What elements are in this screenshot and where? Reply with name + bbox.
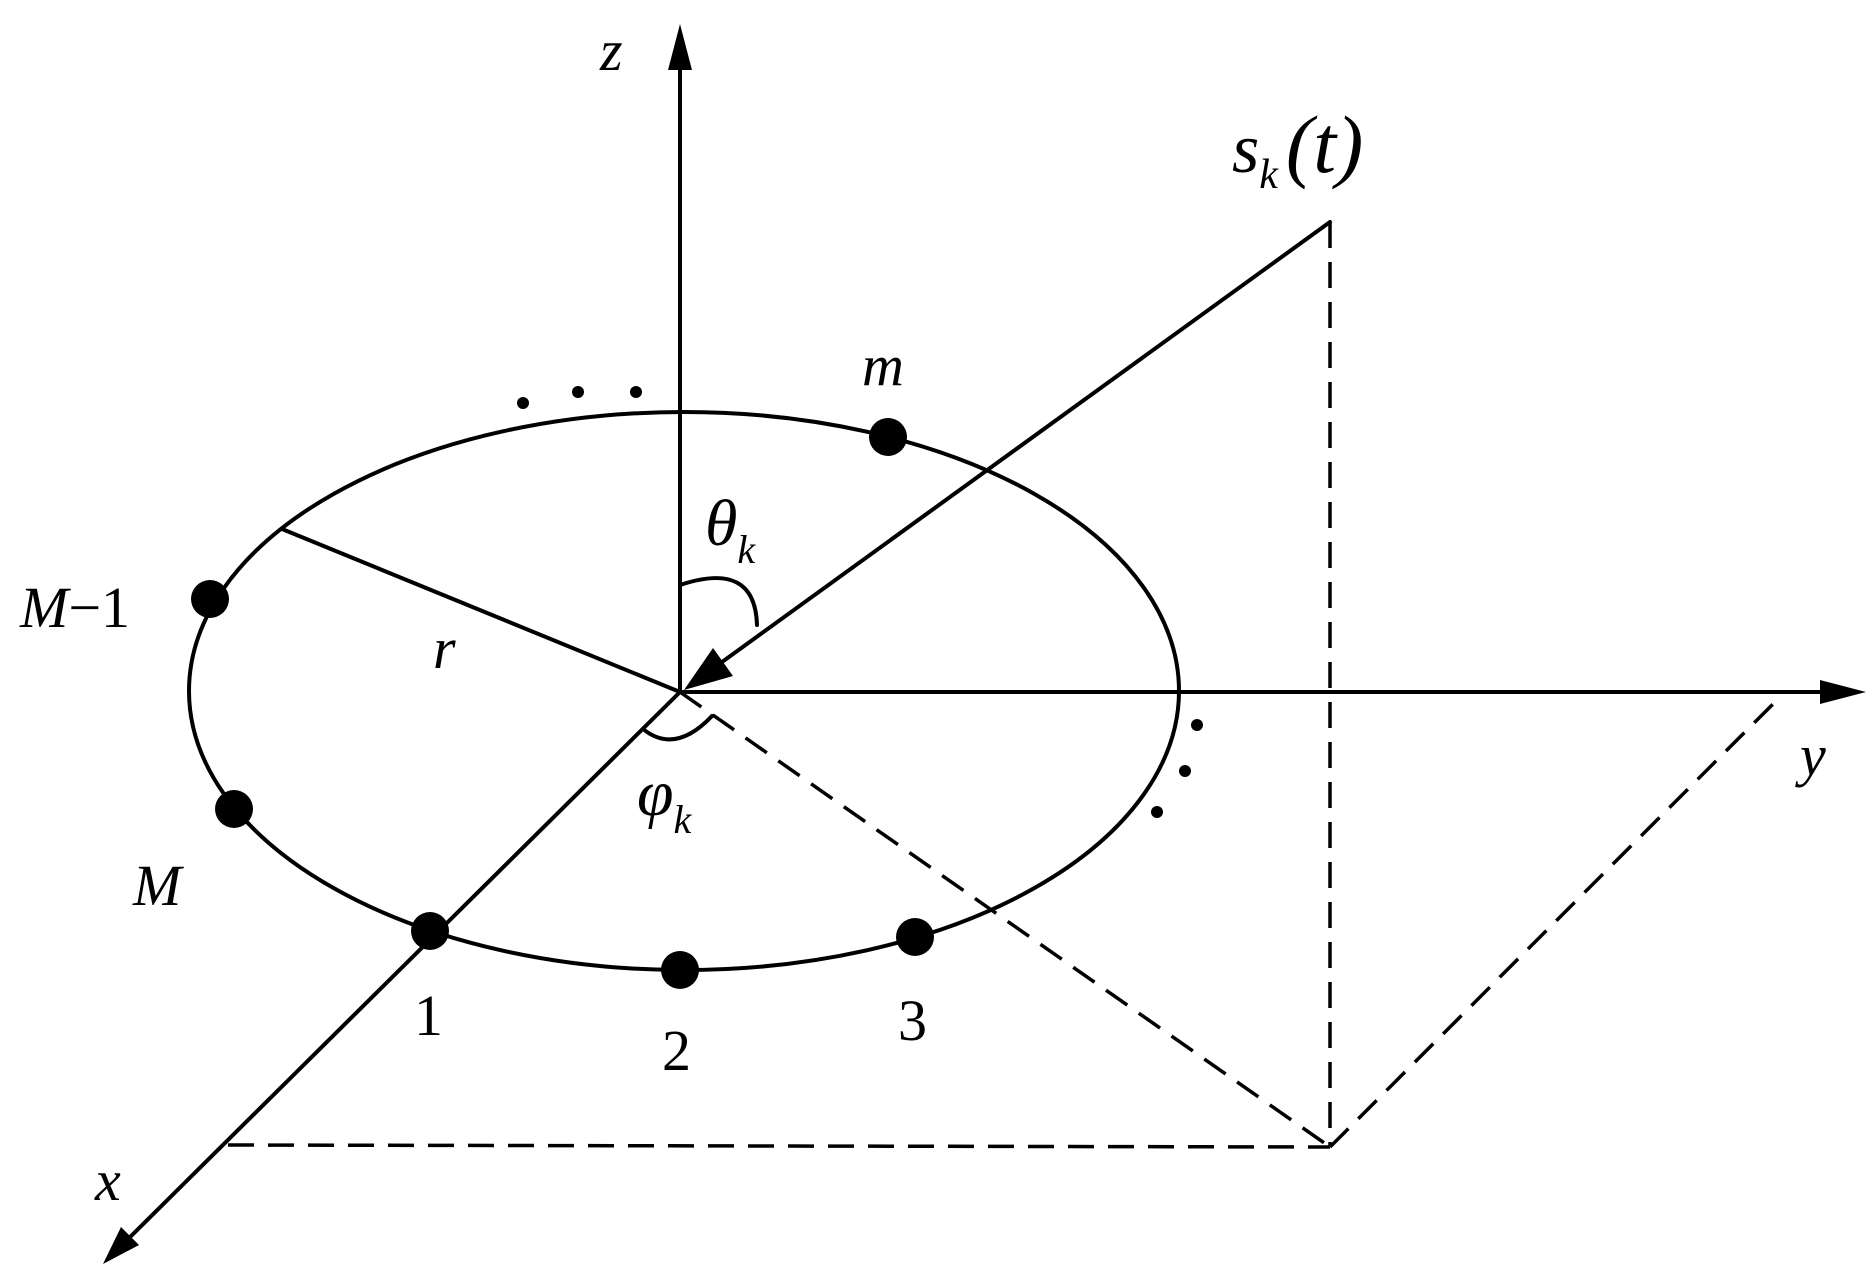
- array-element-2: [661, 951, 699, 989]
- array-element-3: [896, 918, 934, 956]
- ellipsis-dot-top-2: [572, 386, 584, 398]
- label-source-sk-t: sk(t): [1232, 99, 1363, 198]
- ellipsis-dot-top-3: [630, 386, 642, 398]
- label-theta-k: θk: [705, 487, 756, 572]
- y-parallel-dashed-line: [227, 1143, 1331, 1149]
- x-parallel-dashed-line: [1328, 695, 1782, 1149]
- x-axis-line: [123, 690, 682, 1244]
- array-element-m-minus-1: [191, 580, 229, 618]
- ellipsis-dot-right-2: [1179, 765, 1191, 777]
- label-phi-k: φk: [637, 757, 693, 842]
- label-r: r: [433, 616, 456, 681]
- array-element-M: [215, 790, 253, 828]
- label-m: m: [862, 333, 904, 398]
- source-direction-arrowhead: [684, 648, 733, 690]
- array-element-1: [411, 912, 449, 950]
- y-axis-arrowhead: [1820, 680, 1866, 704]
- phi-angle-arc: [641, 714, 714, 742]
- z-axis-arrowhead: [668, 24, 692, 70]
- ellipsis-dot-top-1: [517, 397, 529, 409]
- label-M: M: [132, 853, 184, 918]
- label-M-minus-1: M−1: [19, 575, 130, 640]
- x-axis-arrowhead: [103, 1227, 139, 1264]
- ellipsis-dot-right-3: [1151, 806, 1163, 818]
- z-axis-label: z: [599, 18, 623, 83]
- x-axis-label: x: [94, 1148, 121, 1213]
- theta-angle-arc: [678, 576, 759, 627]
- label-element-3: 3: [898, 988, 927, 1053]
- ellipsis-dot-right-1: [1191, 719, 1203, 731]
- label-element-2: 2: [662, 1018, 691, 1083]
- y-axis-label: y: [1795, 723, 1826, 788]
- array-element-m: [869, 418, 907, 456]
- source-direction-line: [720, 220, 1332, 664]
- label-element-1: 1: [414, 983, 443, 1048]
- ground-projection-line: [678, 690, 1332, 1149]
- radius-line: [280, 527, 682, 694]
